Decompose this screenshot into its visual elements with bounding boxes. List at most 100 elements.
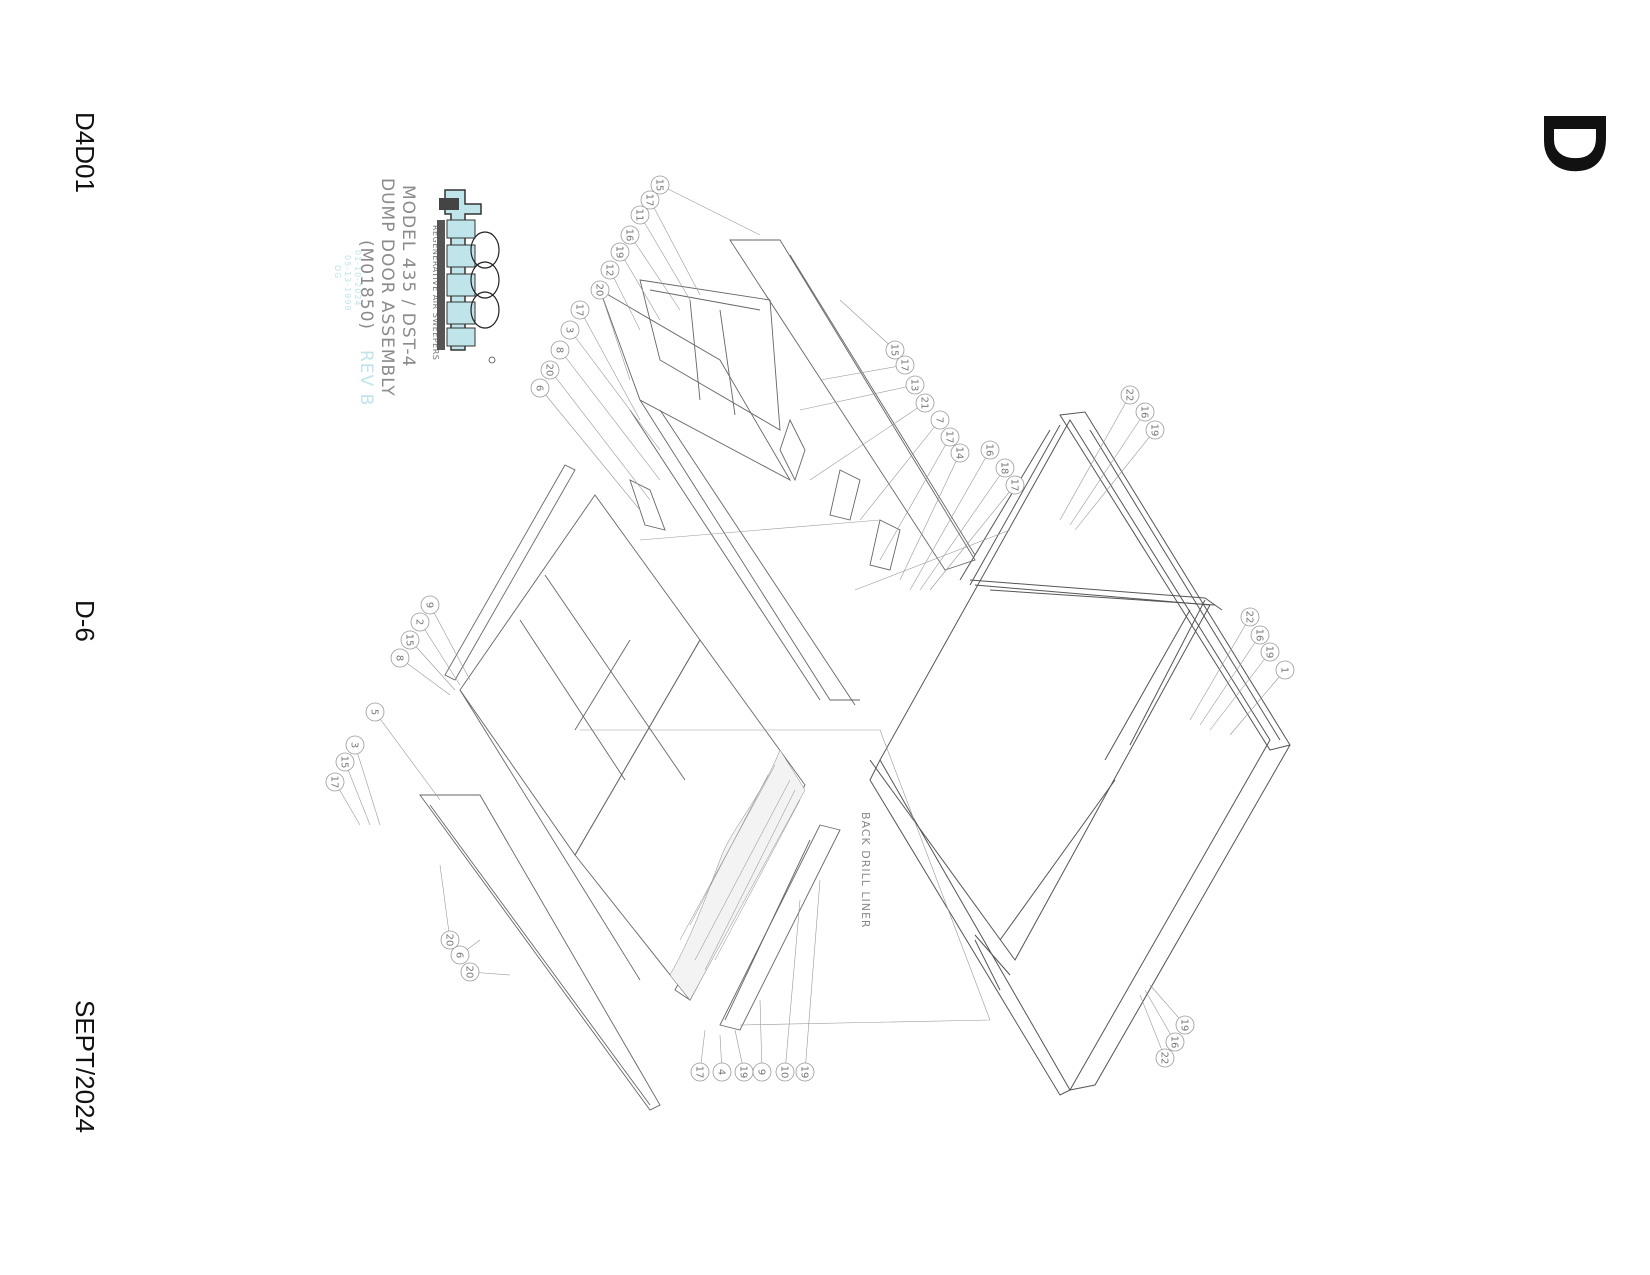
callout-number: 16 (984, 444, 995, 457)
tymco-logo (437, 189, 500, 364)
callout-number: 6 (454, 952, 465, 958)
callout-number: 17 (899, 359, 910, 372)
callout-circle (410, 612, 430, 632)
callout-number: 20 (444, 934, 455, 947)
callout-number: 16 (624, 229, 635, 242)
mesh-liner (669, 749, 806, 1001)
callout-number: 14 (954, 447, 965, 460)
callout-number: 13 (909, 379, 920, 392)
callout-circle (1275, 660, 1295, 680)
callout-number: 19 (738, 1066, 749, 1079)
callout-number: 6 (534, 385, 545, 391)
callout-number: 8 (554, 347, 565, 353)
callout-number: 2 (414, 619, 425, 625)
callout-circle (620, 225, 640, 245)
callout-number: 17 (1009, 479, 1020, 492)
callout-number: 5 (369, 709, 380, 715)
callout-circle (995, 458, 1015, 478)
callout-number: 15 (654, 179, 665, 192)
callout-circle (1240, 607, 1260, 627)
callout-number: 3 (349, 742, 360, 748)
callout-number: 15 (889, 344, 900, 357)
callout-number: 16 (1169, 1036, 1180, 1049)
callout-number: 16 (1254, 629, 1265, 642)
callout-circle (650, 175, 670, 195)
callout-circle (885, 340, 905, 360)
callout-circle (1005, 475, 1025, 495)
callout-circle (930, 410, 950, 430)
callout-circle (450, 945, 470, 965)
callout-circle (1155, 1048, 1175, 1068)
main-frame (869, 411, 1291, 1096)
callout-circle (1175, 1015, 1195, 1035)
callout-circle (905, 375, 925, 395)
callout-number: 9 (424, 602, 435, 608)
callout-number: 10 (779, 1066, 790, 1079)
callout-number: 20 (594, 284, 605, 297)
callout-number: 3 (564, 327, 575, 333)
callout-circle (940, 427, 960, 447)
callout-circle (570, 300, 590, 320)
callout-circle (365, 702, 385, 722)
callout-circle (630, 205, 650, 225)
callout-number: 17 (574, 304, 585, 317)
callout-circle (540, 360, 560, 380)
callout-number: 22 (1124, 389, 1135, 402)
callout-number: 11 (634, 209, 645, 222)
callout-circle (1145, 420, 1165, 440)
callout-number: 17 (944, 431, 955, 444)
bottom-strip (719, 824, 841, 1031)
callout-circle (590, 280, 610, 300)
callout-number: 1 (1279, 667, 1290, 673)
callout-number: 4 (716, 1069, 727, 1075)
callout-number: 15 (339, 756, 350, 769)
callout-number: 16 (1139, 406, 1150, 419)
callout-circle (600, 260, 620, 280)
callout-circle (950, 443, 970, 463)
callout-number: 19 (614, 246, 625, 259)
callout-number: 17 (329, 776, 340, 789)
callout-circle (460, 962, 480, 982)
callout-circle (420, 595, 440, 615)
callout-number: 19 (1179, 1019, 1190, 1032)
callout-number: 9 (756, 1069, 767, 1075)
callout-circle (400, 630, 420, 650)
callout-circle (530, 378, 550, 398)
callout-number: 21 (919, 397, 930, 410)
callout-circle (560, 320, 580, 340)
callout-number: 19 (1149, 424, 1160, 437)
callout-number: 15 (404, 634, 415, 647)
callout-circle (690, 1062, 710, 1082)
callout-number: 17 (694, 1066, 705, 1079)
callout-circle (915, 393, 935, 413)
callout-circle (335, 752, 355, 772)
callout-number: 19 (799, 1066, 810, 1079)
callout-circle (1250, 625, 1270, 645)
callout-circle (390, 648, 410, 668)
callout-circle (550, 340, 570, 360)
callout-circle (775, 1062, 795, 1082)
callout-circle (1165, 1032, 1185, 1052)
callout-number: 20 (464, 966, 475, 979)
callout-circle (640, 190, 660, 210)
callout-circle (610, 242, 630, 262)
perforated-plate (419, 794, 661, 1111)
callout-number: 19 (1264, 646, 1275, 659)
callout-circle (795, 1062, 815, 1082)
callout-number: 18 (999, 462, 1010, 475)
callout-number: 20 (544, 364, 555, 377)
upper-panel (599, 239, 976, 706)
callout-circle (345, 735, 365, 755)
callout-circle (325, 772, 345, 792)
callout-circle (712, 1062, 732, 1082)
callout-number: 22 (1159, 1052, 1170, 1065)
callout-circle (1120, 385, 1140, 405)
callout-number: 7 (934, 417, 945, 423)
callout-circle (440, 930, 460, 950)
callout-number: 12 (604, 264, 615, 277)
callout-circle (1260, 642, 1280, 662)
callout-circle (1135, 402, 1155, 422)
callout-circle (752, 1062, 772, 1082)
